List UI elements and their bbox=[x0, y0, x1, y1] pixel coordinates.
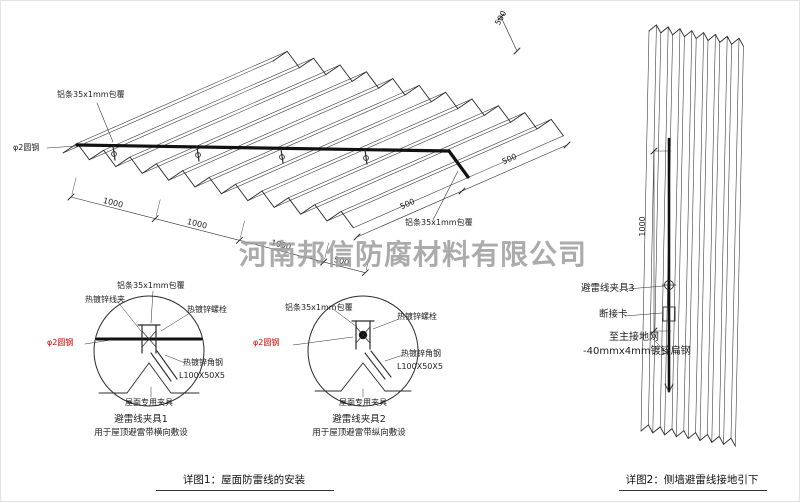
rod-label-main: φ2圆钢 bbox=[13, 143, 40, 152]
side-dim-1000: 1000 bbox=[637, 216, 647, 237]
d1-clip-label: 热镀锌线夹 bbox=[85, 295, 125, 304]
d2-strip-label: 铝条35x1mm包覆 bbox=[285, 303, 353, 312]
d1-strip-label: 铝条35x1mm包覆 bbox=[117, 281, 185, 290]
side-wall-panel bbox=[640, 24, 744, 447]
d1-angle-label: 热镀锌角钢 bbox=[183, 358, 223, 367]
d2-title: 避雷线夹具2 bbox=[332, 414, 386, 425]
strip-label-bottom: 铝条35x1mm包覆 bbox=[405, 218, 473, 227]
caption-detail2: 详图2：侧墙避雷线接地引下 bbox=[625, 474, 759, 486]
dimension-lines bbox=[67, 13, 571, 277]
side-clamp3-label: 避雷线夹具3 bbox=[581, 283, 635, 294]
caption-detail1: 详图1：屋面防雷线的安装 bbox=[182, 474, 306, 486]
d2-angle-label: 热镀锌角钢 bbox=[401, 349, 441, 358]
d2-angle-spec-label: L100X50X5 bbox=[397, 362, 443, 371]
d2-bolt-label: 热镀锌螺栓 bbox=[397, 312, 437, 321]
d2-clamp-label: 屋面专用夹具 bbox=[339, 398, 387, 407]
side-flat-steel-label: -40mmx4mm镀锌扁钢 bbox=[583, 346, 691, 357]
d1-clamp-label: 屋面专用夹具 bbox=[125, 398, 173, 407]
main-leader-lines bbox=[46, 102, 459, 221]
roof-panel bbox=[62, 50, 564, 229]
d1-bolt-label: 热镀锌螺栓 bbox=[187, 305, 227, 314]
d1-angle-spec-label: L100X50X5 bbox=[179, 371, 225, 380]
caption1-underline bbox=[156, 490, 334, 491]
side-leader-lines bbox=[624, 285, 668, 356]
company-watermark: 河南邦信防腐材料有限公司 bbox=[239, 238, 588, 271]
lightning-wire bbox=[75, 143, 470, 179]
side-disconnect-label: 断接卡 bbox=[599, 309, 628, 320]
detail-circle-2 bbox=[292, 295, 419, 407]
side-dimension bbox=[650, 147, 672, 335]
side-to-ground-label: 至主接地网 bbox=[609, 332, 659, 343]
caption2-underline bbox=[619, 490, 767, 491]
strip-label-top: 铝条35x1mm包覆 bbox=[57, 90, 125, 99]
detail-circle-1 bbox=[84, 290, 205, 407]
d1-title: 避雷线夹具1 bbox=[114, 414, 168, 425]
d2-rod-label: φ2圆钢 bbox=[253, 338, 280, 347]
d2-subtitle: 用于屋顶避雷带纵向敷设 bbox=[312, 428, 406, 438]
d1-rod-label: φ2圆钢 bbox=[47, 338, 74, 347]
d1-subtitle: 用于屋顶避雷带横向敷设 bbox=[94, 428, 188, 438]
